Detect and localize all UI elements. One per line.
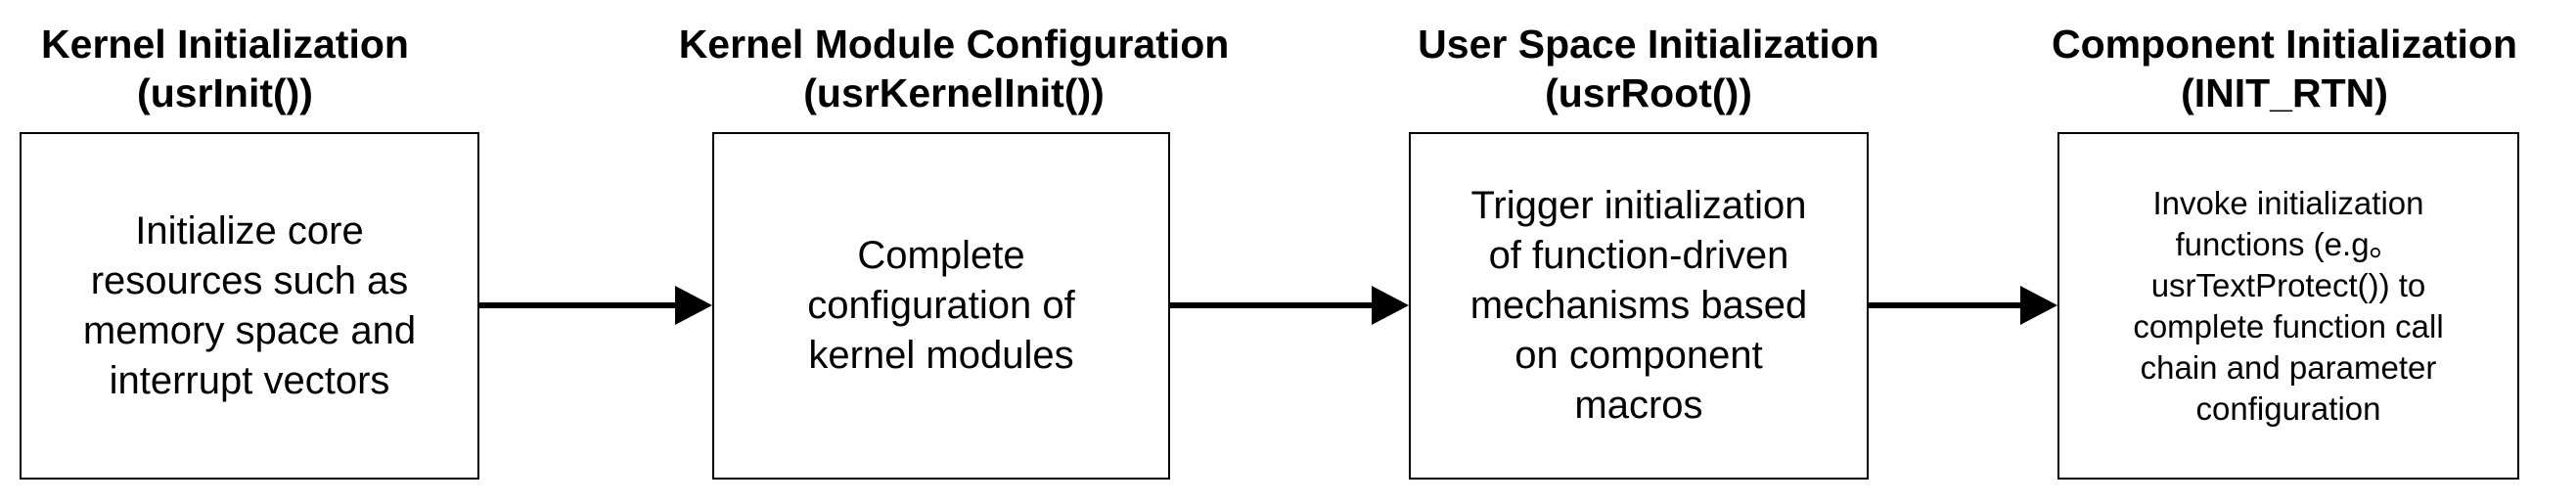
arrow-1-to-2 [479,286,712,325]
stage-2-line-3: kernel modules [808,334,1074,377]
arrow-2-to-3 [1170,286,1409,325]
stage-2-line-2: configuration of [807,284,1075,327]
arrow-3-to-4 [1869,286,2057,325]
stage-2-line-1: Complete [857,234,1025,277]
stage-2-box: Complete configuration of kernel modules [712,132,1170,480]
stage-3-line-1: Trigger initialization [1470,184,1807,227]
stage-4-box: Invoke initialization functions (e.g。 us… [2057,132,2519,480]
stage-1-line-4: interrupt vectors [109,358,390,402]
stage-4-title: Component Initialization (INIT_RTN) [2001,20,2568,117]
stage-1-line-1: Initialize core [135,208,364,252]
stage-1-title-line-2: (usrInit()) [137,70,313,115]
stage-4-line-4: complete function call [2133,307,2444,344]
stage-4-description: Invoke initialization functions (e.g。 us… [2113,183,2463,430]
stage-4-line-5: chain and parameter [2140,348,2437,386]
stage-2-title-line-1: Kernel Module Configuration [678,22,1230,67]
stage-3-box: Trigger initialization of function-drive… [1409,132,1869,480]
stage-3-title-line-2: (usrRoot()) [1545,70,1752,115]
stage-1-title-line-1: Kernel Initialization [41,22,409,67]
stage-1-line-2: resources such as [90,258,409,302]
stage-4-title-line-2: (INIT_RTN) [2181,70,2388,115]
stage-4-line-6: configuration [2195,389,2381,427]
stage-3-title-line-1: User Space Initialization [1418,22,1879,67]
stage-3-line-5: macros [1574,384,1703,427]
stage-2-description: Complete configuration of kernel modules [788,231,1095,381]
stage-3-line-2: of function-driven [1488,234,1789,277]
stage-1-title: Kernel Initialization (usrInit()) [20,20,430,117]
stage-3-line-4: on component [1514,334,1763,377]
stage-3-description: Trigger initialization of function-drive… [1451,181,1828,431]
stage-4-line-2: functions (e.g。 [2175,225,2402,262]
stage-3-line-3: mechanisms based [1469,284,1808,327]
stage-1-box: Initialize core resources such as memory… [20,132,479,480]
stage-1-description: Initialize core resources such as memory… [64,206,435,406]
stage-4-line-1: Invoke initialization [2152,184,2424,221]
stage-4-line-3: usrTextProtect()) to [2150,266,2426,303]
stage-2-title: Kernel Module Configuration (usrKernelIn… [626,20,1282,117]
stage-4-title-line-1: Component Initialization [2051,22,2518,67]
stage-1-line-3: memory space and [82,308,417,352]
stage-2-title-line-2: (usrKernelInit()) [803,70,1105,115]
stage-3-title: User Space Initialization (usrRoot()) [1365,20,1932,117]
